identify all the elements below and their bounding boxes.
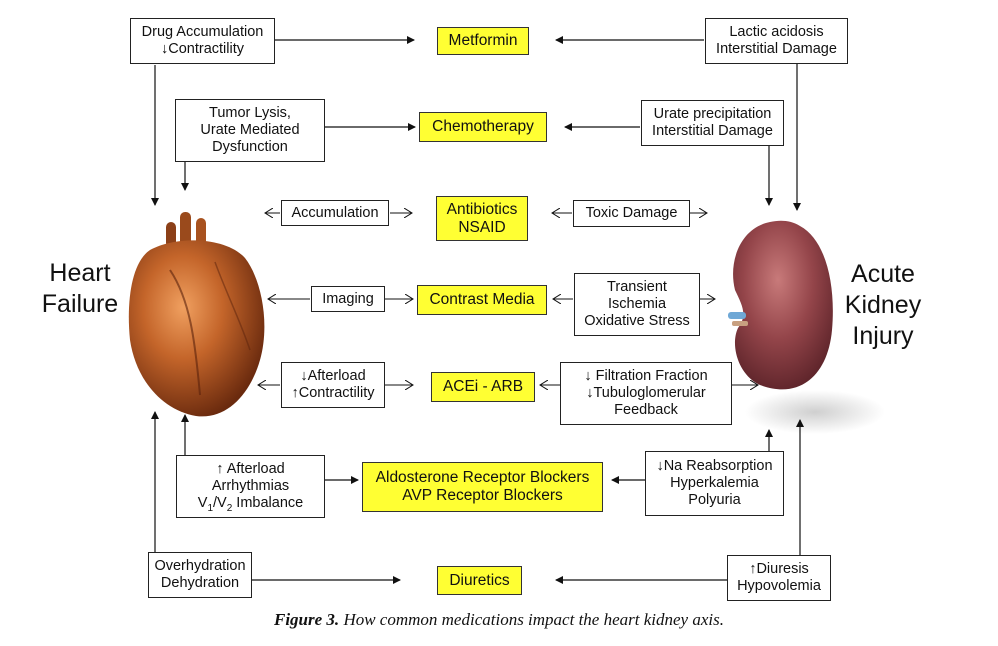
kidney-effect-contrast: Transient Ischemia Oxidative Stress	[574, 273, 700, 336]
figure-caption: Figure 3. How common medications impact …	[0, 610, 998, 630]
drug-acei-arb: ACEi - ARB	[431, 372, 535, 402]
drug-contrast-media: Contrast Media	[417, 285, 547, 315]
heart-effect-contrast: Imaging	[311, 286, 385, 312]
figure-label: Figure 3.	[274, 610, 340, 629]
heart-effect-antibiotics: Accumulation	[281, 200, 389, 226]
caption-text: How common medications impact the heart …	[339, 610, 724, 629]
heart-effect-aldosterone: ↑ Afterload Arrhythmias V1/V2 Imbalance	[176, 455, 325, 518]
heart-illustration	[128, 212, 265, 417]
heart-effect-metformin: Drug Accumulation ↓Contractility	[130, 18, 275, 64]
kidney-effect-acei: ↓ Filtration Fraction ↓Tubuloglomerular …	[560, 362, 732, 425]
kidney-effect-diuretics: ↑Diuresis Hypovolemia	[727, 555, 831, 601]
drug-aldosterone-avp-blockers: Aldosterone Receptor Blockers AVP Recept…	[362, 462, 603, 512]
drug-metformin: Metformin	[437, 27, 529, 55]
kidney-effect-metformin: Lactic acidosis Interstitial Damage	[705, 18, 848, 64]
drug-antibiotics-nsaid: Antibiotics NSAID	[436, 196, 528, 241]
kidney-illustration	[728, 220, 885, 434]
heart-effect-acei: ↓Afterload ↑Contractility	[281, 362, 385, 408]
kidney-effect-antibiotics: Toxic Damage	[573, 200, 690, 227]
heart-effect-diuretics: Overhydration Dehydration	[148, 552, 252, 598]
heart-failure-label: Heart Failure	[41, 259, 119, 318]
aki-label: Acute Kidney Injury	[844, 260, 922, 350]
drug-chemotherapy: Chemotherapy	[419, 112, 547, 142]
kidney-effect-chemotherapy: Urate precipitation Interstitial Damage	[641, 100, 784, 146]
kidney-effect-aldosterone: ↓Na Reabsorption Hyperkalemia Polyuria	[645, 451, 784, 516]
heart-effect-chemotherapy: Tumor Lysis, Urate Mediated Dysfunction	[175, 99, 325, 162]
drug-diuretics: Diuretics	[437, 566, 522, 595]
